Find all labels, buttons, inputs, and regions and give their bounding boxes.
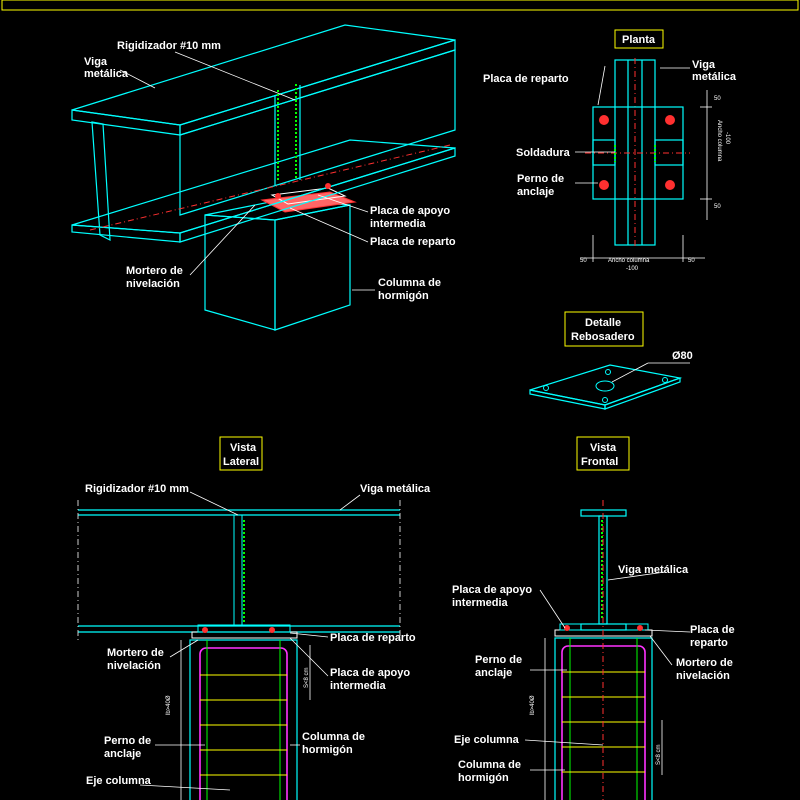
iso-mortero-label-1: Mortero de [126, 265, 183, 277]
frontal-perno-label-2: anclaje [475, 667, 512, 679]
planta-placa-label: Placa de reparto [483, 73, 569, 85]
frontal-lb-label: lb>40Ø [530, 695, 536, 715]
frontal-placa-reparto-label-2: reparto [690, 637, 728, 649]
planta-ancho-h-2: -100 [626, 266, 639, 272]
lateral-view: Vista Lateral [77, 436, 431, 800]
iso-columna-label-2: hormigón [378, 290, 429, 302]
frontal-eje-label: Eje columna [454, 734, 520, 746]
frontal-mortero-label-2: nivelación [676, 670, 730, 682]
frontal-title-1: Vista [590, 442, 617, 454]
planta-ancho-v-1: Ancho columna [716, 120, 722, 162]
planta-dim-50c: 50 [580, 258, 587, 264]
lateral-perno-label-1: Perno de [104, 735, 151, 747]
isometric-view: Rigidizador #10 mm Viga metálica Placa d… [71, 24, 456, 331]
frontal-perno-label-1: Perno de [475, 654, 522, 666]
iso-placa-reparto-label: Placa de reparto [370, 236, 456, 248]
lateral-placa-reparto-label: Placa de reparto [330, 632, 416, 644]
frontal-title-2: Frontal [581, 456, 618, 468]
iso-beam-web-front [91, 121, 111, 242]
lateral-title-2: Lateral [223, 456, 259, 468]
planta-dim-50d: 50 [688, 258, 695, 264]
iso-viga-label-2: metálica [84, 68, 129, 80]
lateral-columna-label-2: hormigón [302, 744, 353, 756]
iso-mortero-label-2: nivelación [126, 278, 180, 290]
planta-title: Planta [622, 34, 656, 46]
iso-viga-label-1: Viga [84, 56, 108, 68]
detalle-title-1: Detalle [585, 317, 621, 329]
iso-columna-label-1: Columna de [378, 277, 441, 289]
lateral-mortero-label-2: nivelación [107, 660, 161, 672]
lateral-viga-label: Viga metálica [360, 483, 431, 495]
frontal-view: Vista Frontal Viga metálica [452, 436, 735, 800]
detalle-diam-label: Ø80 [672, 350, 693, 362]
lateral-placa-apoyo-label-2: intermedia [330, 680, 387, 692]
sheet-border [1, 0, 799, 11]
planta-perno-label-1: Perno de [517, 173, 564, 185]
lateral-mortero-label-1: Mortero de [107, 647, 164, 659]
planta-dim-50b: 50 [714, 204, 721, 210]
planta-ancho-h-1: Ancho columna [608, 258, 650, 264]
frontal-placa-apoyo-label-1: Placa de apoyo [452, 584, 532, 596]
iso-column-front [204, 214, 276, 331]
planta-perno-label-2: anclaje [517, 186, 554, 198]
lateral-columna-label-1: Columna de [302, 731, 365, 743]
lateral-rigidizador-label: Rigidizador #10 mm [85, 483, 189, 495]
lateral-title-1: Vista [230, 442, 257, 454]
iso-rigidizador-label: Rigidizador #10 mm [117, 40, 221, 52]
iso-placa-apoyo-label-1: Placa de apoyo [370, 205, 450, 217]
lateral-eje-label: Eje columna [86, 775, 152, 787]
detalle-rebosadero: Detalle Rebosadero Ø80 [529, 311, 693, 410]
planta-viga-label-1: Viga [692, 59, 716, 71]
planta-view: Planta Placa de reparto Viga metálica So… [483, 29, 737, 272]
frontal-placa-reparto-label-1: Placa de [690, 624, 735, 636]
lateral-perno-label-2: anclaje [104, 748, 141, 760]
planta-ancho-v-2: -100 [724, 132, 730, 145]
iso-column-side [274, 204, 351, 331]
lateral-s-label: S<8 cm [304, 667, 310, 688]
frontal-mortero-label-1: Mortero de [676, 657, 733, 669]
frontal-columna-label-2: hormigón [458, 772, 509, 784]
planta-viga-label-2: metálica [692, 71, 737, 83]
detalle-title-2: Rebosadero [571, 331, 635, 343]
frontal-s-label: S<8 cm [656, 744, 662, 765]
lateral-placa-apoyo-label-1: Placa de apoyo [330, 667, 410, 679]
frontal-columna-label-1: Columna de [458, 759, 521, 771]
planta-dim-50a: 50 [714, 96, 721, 102]
planta-soldadura-label: Soldadura [516, 147, 571, 159]
frontal-placa-apoyo-label-2: intermedia [452, 597, 509, 609]
lateral-lb-label: lb>40Ø [166, 695, 172, 715]
iso-placa-apoyo-label-2: intermedia [370, 218, 427, 230]
frontal-viga-label: Viga metálica [618, 564, 689, 576]
